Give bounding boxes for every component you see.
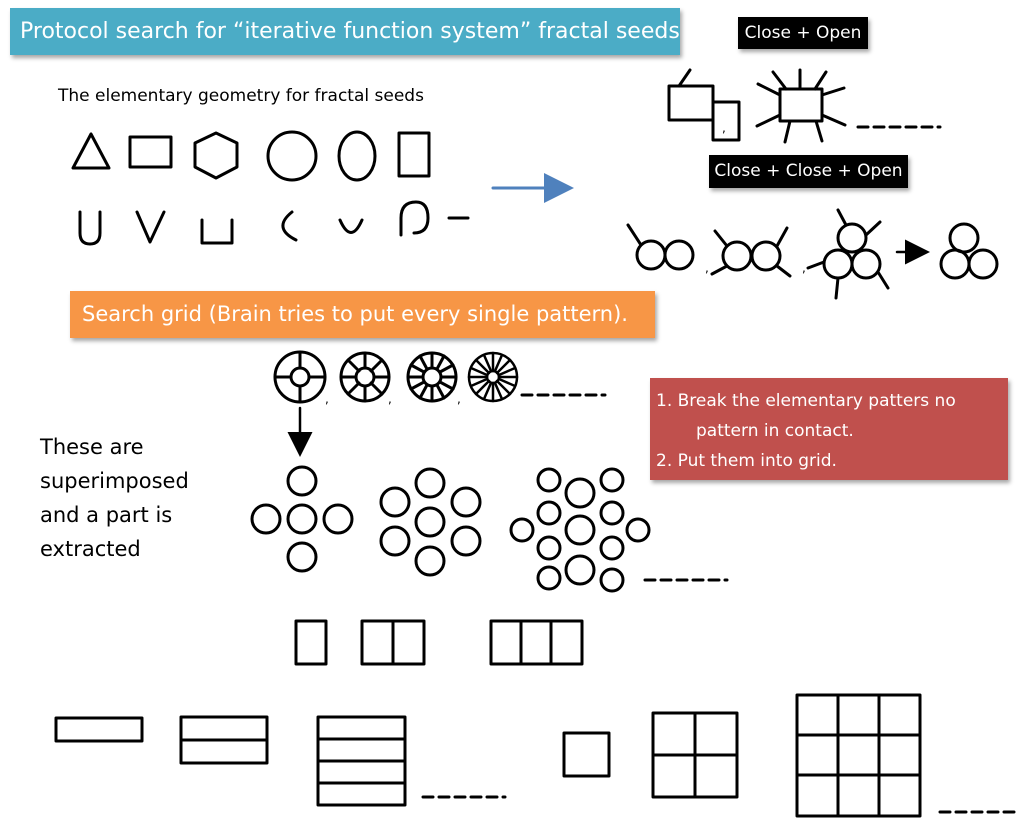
svg-text:,: , xyxy=(388,392,392,406)
tall-rectangle-shape xyxy=(397,131,431,178)
side-note: These are superimposed and a part is ext… xyxy=(40,430,240,566)
circle-shape xyxy=(266,130,318,182)
square-grid-patterns xyxy=(562,693,1018,818)
bottom-arc-shape xyxy=(338,218,364,234)
rectangle-shape xyxy=(128,135,173,169)
instruction-step2: 2. Put them into grid. xyxy=(656,451,837,471)
side-note-line-4: extracted xyxy=(40,537,141,561)
close-open-sketch: , xyxy=(667,68,942,144)
instruction-step1-line1: 1. Break the elementary patters no xyxy=(656,391,956,411)
svg-text:,: , xyxy=(722,121,726,135)
circle-cluster-cross xyxy=(250,465,354,573)
side-note-line-2: superimposed xyxy=(40,469,189,493)
triangle-shape xyxy=(71,132,111,170)
hexagon-shape xyxy=(193,131,239,180)
search-grid-banner: Search grid (Brain tries to put every si… xyxy=(70,291,655,338)
side-note-line-1: These are xyxy=(40,435,144,459)
column-grid-patterns xyxy=(294,619,584,666)
wheel-pattern-8-spokes xyxy=(339,351,391,403)
subtitle: The elementary geometry for fractal seed… xyxy=(58,86,424,106)
label-close-close-open: Close + Close + Open xyxy=(709,155,908,188)
wheel-patterns: , , , xyxy=(273,350,607,406)
instructions-box: 1. Break the elementary patters no patte… xyxy=(650,378,1008,480)
u-shape xyxy=(78,210,102,246)
title-banner: Protocol search for “iterative function … xyxy=(10,8,680,55)
row-grid-patterns xyxy=(54,715,507,807)
elementary-open-shapes xyxy=(78,200,470,246)
square-u-shape xyxy=(200,218,234,245)
svg-text:,: , xyxy=(705,261,709,275)
elementary-closed-shapes xyxy=(71,130,431,182)
svg-text:,: , xyxy=(802,261,806,275)
wheel-pattern-4-spokes xyxy=(273,350,327,404)
label-close-open: Close + Open xyxy=(738,17,868,49)
instruction-step1-line2: pattern in contact. xyxy=(696,421,854,441)
ellipse-shape xyxy=(337,130,377,182)
circle-cluster-dense xyxy=(509,467,729,593)
close-close-open-sketch: , , xyxy=(626,208,999,300)
svg-text:,: , xyxy=(457,392,461,406)
wheel-pattern-12-spokes xyxy=(406,351,458,403)
left-arc-shape xyxy=(281,210,298,242)
circle-cluster-hex xyxy=(379,467,482,577)
wheel-pattern-dense-spokes xyxy=(467,351,519,403)
hook-shape xyxy=(399,200,430,237)
side-note-line-3: and a part is xyxy=(40,503,173,527)
svg-text:,: , xyxy=(325,392,329,406)
v-shape xyxy=(135,210,166,244)
